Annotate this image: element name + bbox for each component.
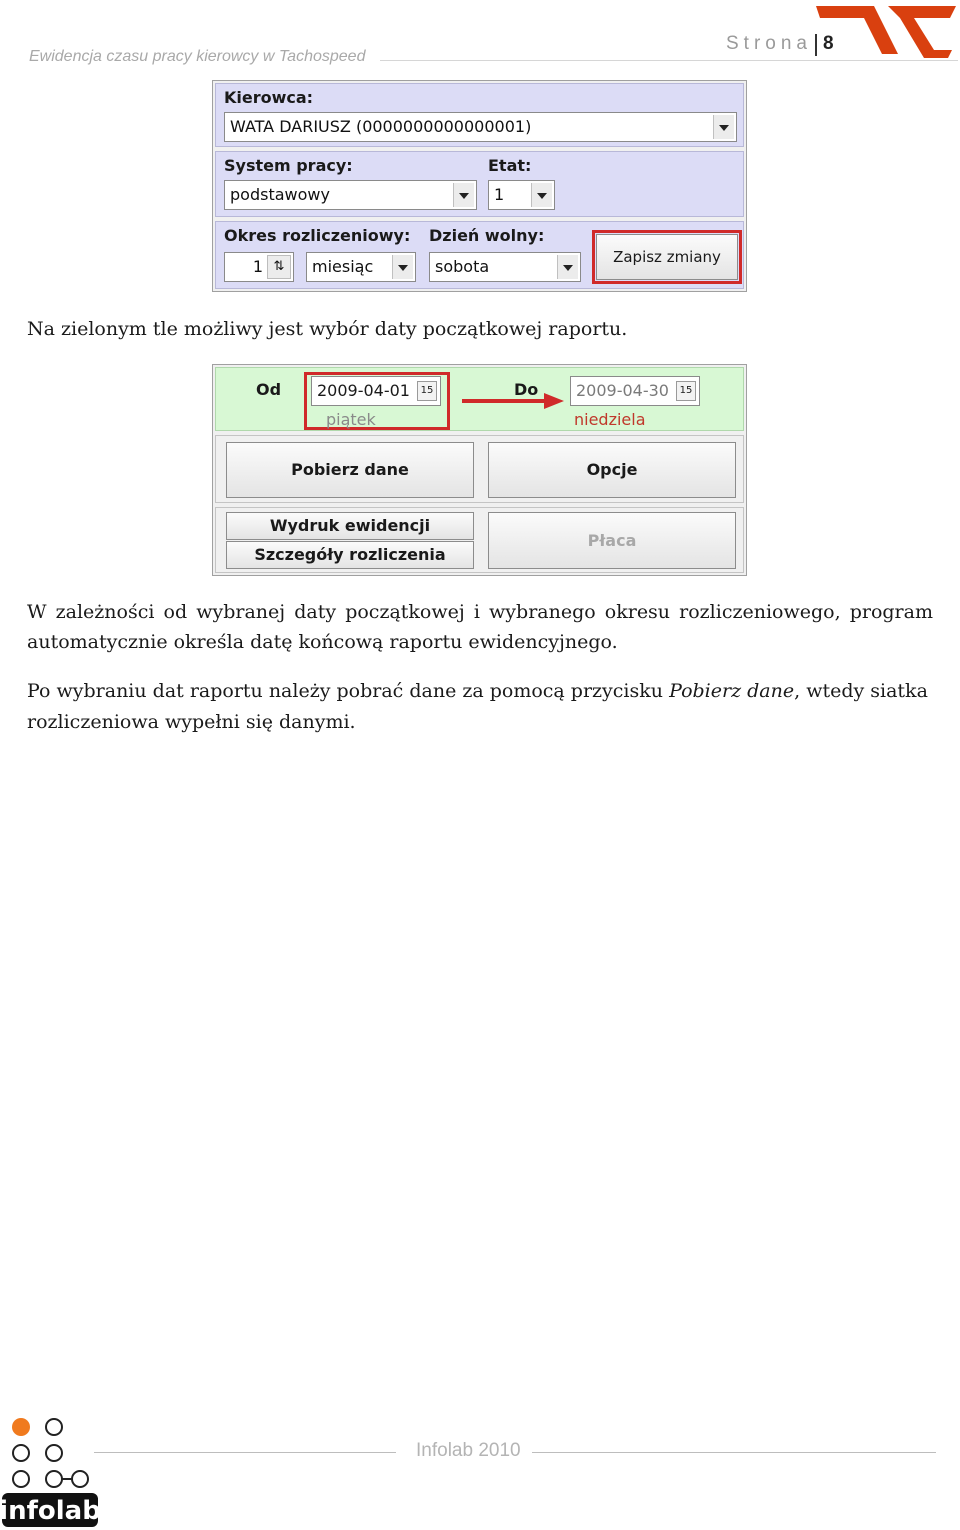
print-row: Wydruk ewidencji Szczegóły rozliczenia P… (215, 507, 744, 573)
pay-button: Płaca (488, 512, 736, 569)
options-button[interactable]: Opcje (488, 442, 736, 498)
calendar-icon: 15 (676, 381, 696, 401)
header-rule (380, 60, 958, 61)
etat-label: Etat: (488, 156, 532, 175)
footer-text: Infolab 2010 (416, 1440, 521, 1461)
tachospeed-logo-icon (816, 6, 956, 58)
chevron-down-icon[interactable] (453, 183, 474, 207)
page-separator (815, 34, 817, 56)
etat-select[interactable]: 1 (488, 180, 555, 210)
period-unit-select[interactable]: miesiąc (306, 252, 416, 282)
settlement-details-button[interactable]: Szczegóły rozliczenia (226, 541, 474, 569)
system-value: podstawowy (230, 185, 330, 204)
from-label: Od (256, 380, 282, 399)
to-label: Do (514, 380, 539, 399)
period-unit-value: miesiąc (312, 257, 374, 276)
from-date-value: 2009-04-01 (317, 381, 410, 400)
actions-row: Pobierz dane Opcje (215, 435, 744, 503)
dayoff-label: Dzień wolny: (429, 226, 545, 245)
chevron-down-icon[interactable] (557, 255, 578, 279)
fetch-data-button[interactable]: Pobierz dane (226, 442, 474, 498)
paragraph-2-text: Po wybraniu dat raportu należy pobrać da… (27, 680, 670, 702)
period-value: 1 (252, 257, 263, 276)
infolab-logo-icon: infolab (2, 1418, 101, 1527)
period-label: Okres rozliczeniowy: (224, 226, 411, 245)
print-record-button[interactable]: Wydruk ewidencji (226, 512, 474, 540)
footer-rule-right (532, 1452, 936, 1453)
document-title: Ewidencja czasu pracy kierowcy w Tachosp… (29, 48, 366, 65)
system-label: System pracy: (224, 156, 353, 175)
paragraph-1-line-1: W zależności od wybranej daty początkowe… (27, 601, 933, 623)
save-changes-button[interactable]: Zapisz zmiany (592, 230, 742, 284)
page-label: Strona (726, 33, 812, 54)
from-day: piątek (326, 410, 376, 429)
etat-value: 1 (494, 185, 505, 204)
driver-settings-panel: Kierowca: WATA DARIUSZ (0000000000000001… (212, 80, 747, 292)
paragraph-2-text-end: , wtedy siatka (794, 680, 928, 702)
driver-select[interactable]: WATA DARIUSZ (0000000000000001) (224, 112, 737, 142)
from-date-input[interactable]: 2009-04-01 15 (311, 376, 441, 406)
paragraph-1-line-2: automatycznie określa datę końcową rapor… (27, 631, 618, 653)
dayoff-value: sobota (435, 257, 490, 276)
chevron-down-icon[interactable] (713, 115, 734, 139)
paragraph-2-line-2: rozliczeniowa wypełni się danymi. (27, 711, 356, 733)
report-panel: Od 2009-04-01 15 piątek Do 2009-04-30 15… (212, 364, 747, 576)
period-row: Okres rozliczeniowy: 1 ⇅ miesiąc Dzień w… (215, 221, 744, 289)
work-system-row: System pracy: podstawowy Etat: 1 (215, 151, 744, 217)
footer-rule-left (94, 1452, 396, 1453)
system-select[interactable]: podstawowy (224, 180, 477, 210)
period-stepper[interactable]: 1 ⇅ (224, 252, 294, 282)
driver-row: Kierowca: WATA DARIUSZ (0000000000000001… (215, 83, 744, 147)
to-day: niedziela (574, 410, 646, 429)
infolab-logo-text: infolab (2, 1496, 101, 1526)
chevron-down-icon[interactable] (392, 255, 413, 279)
to-date-value: 2009-04-30 (576, 381, 669, 400)
dayoff-select[interactable]: sobota (429, 252, 581, 282)
stepper-arrows-icon[interactable]: ⇅ (267, 255, 291, 279)
page-number: 8 (823, 33, 834, 54)
paragraph-2-emphasis: Pobierz dane (669, 680, 795, 702)
chevron-down-icon[interactable] (531, 183, 552, 207)
arrow-right-icon (462, 393, 564, 409)
date-range-row: Od 2009-04-01 15 piątek Do 2009-04-30 15… (215, 367, 744, 431)
from-date-highlight (304, 372, 450, 430)
paragraph-2-line-1: Po wybraniu dat raportu należy pobrać da… (27, 676, 933, 706)
driver-label: Kierowca: (224, 88, 314, 107)
caption-green-background: Na zielonym tle możliwy jest wybór daty … (27, 318, 628, 340)
driver-value: WATA DARIUSZ (0000000000000001) (230, 117, 532, 136)
calendar-icon[interactable]: 15 (417, 381, 437, 401)
to-date-input[interactable]: 2009-04-30 15 (570, 376, 700, 406)
